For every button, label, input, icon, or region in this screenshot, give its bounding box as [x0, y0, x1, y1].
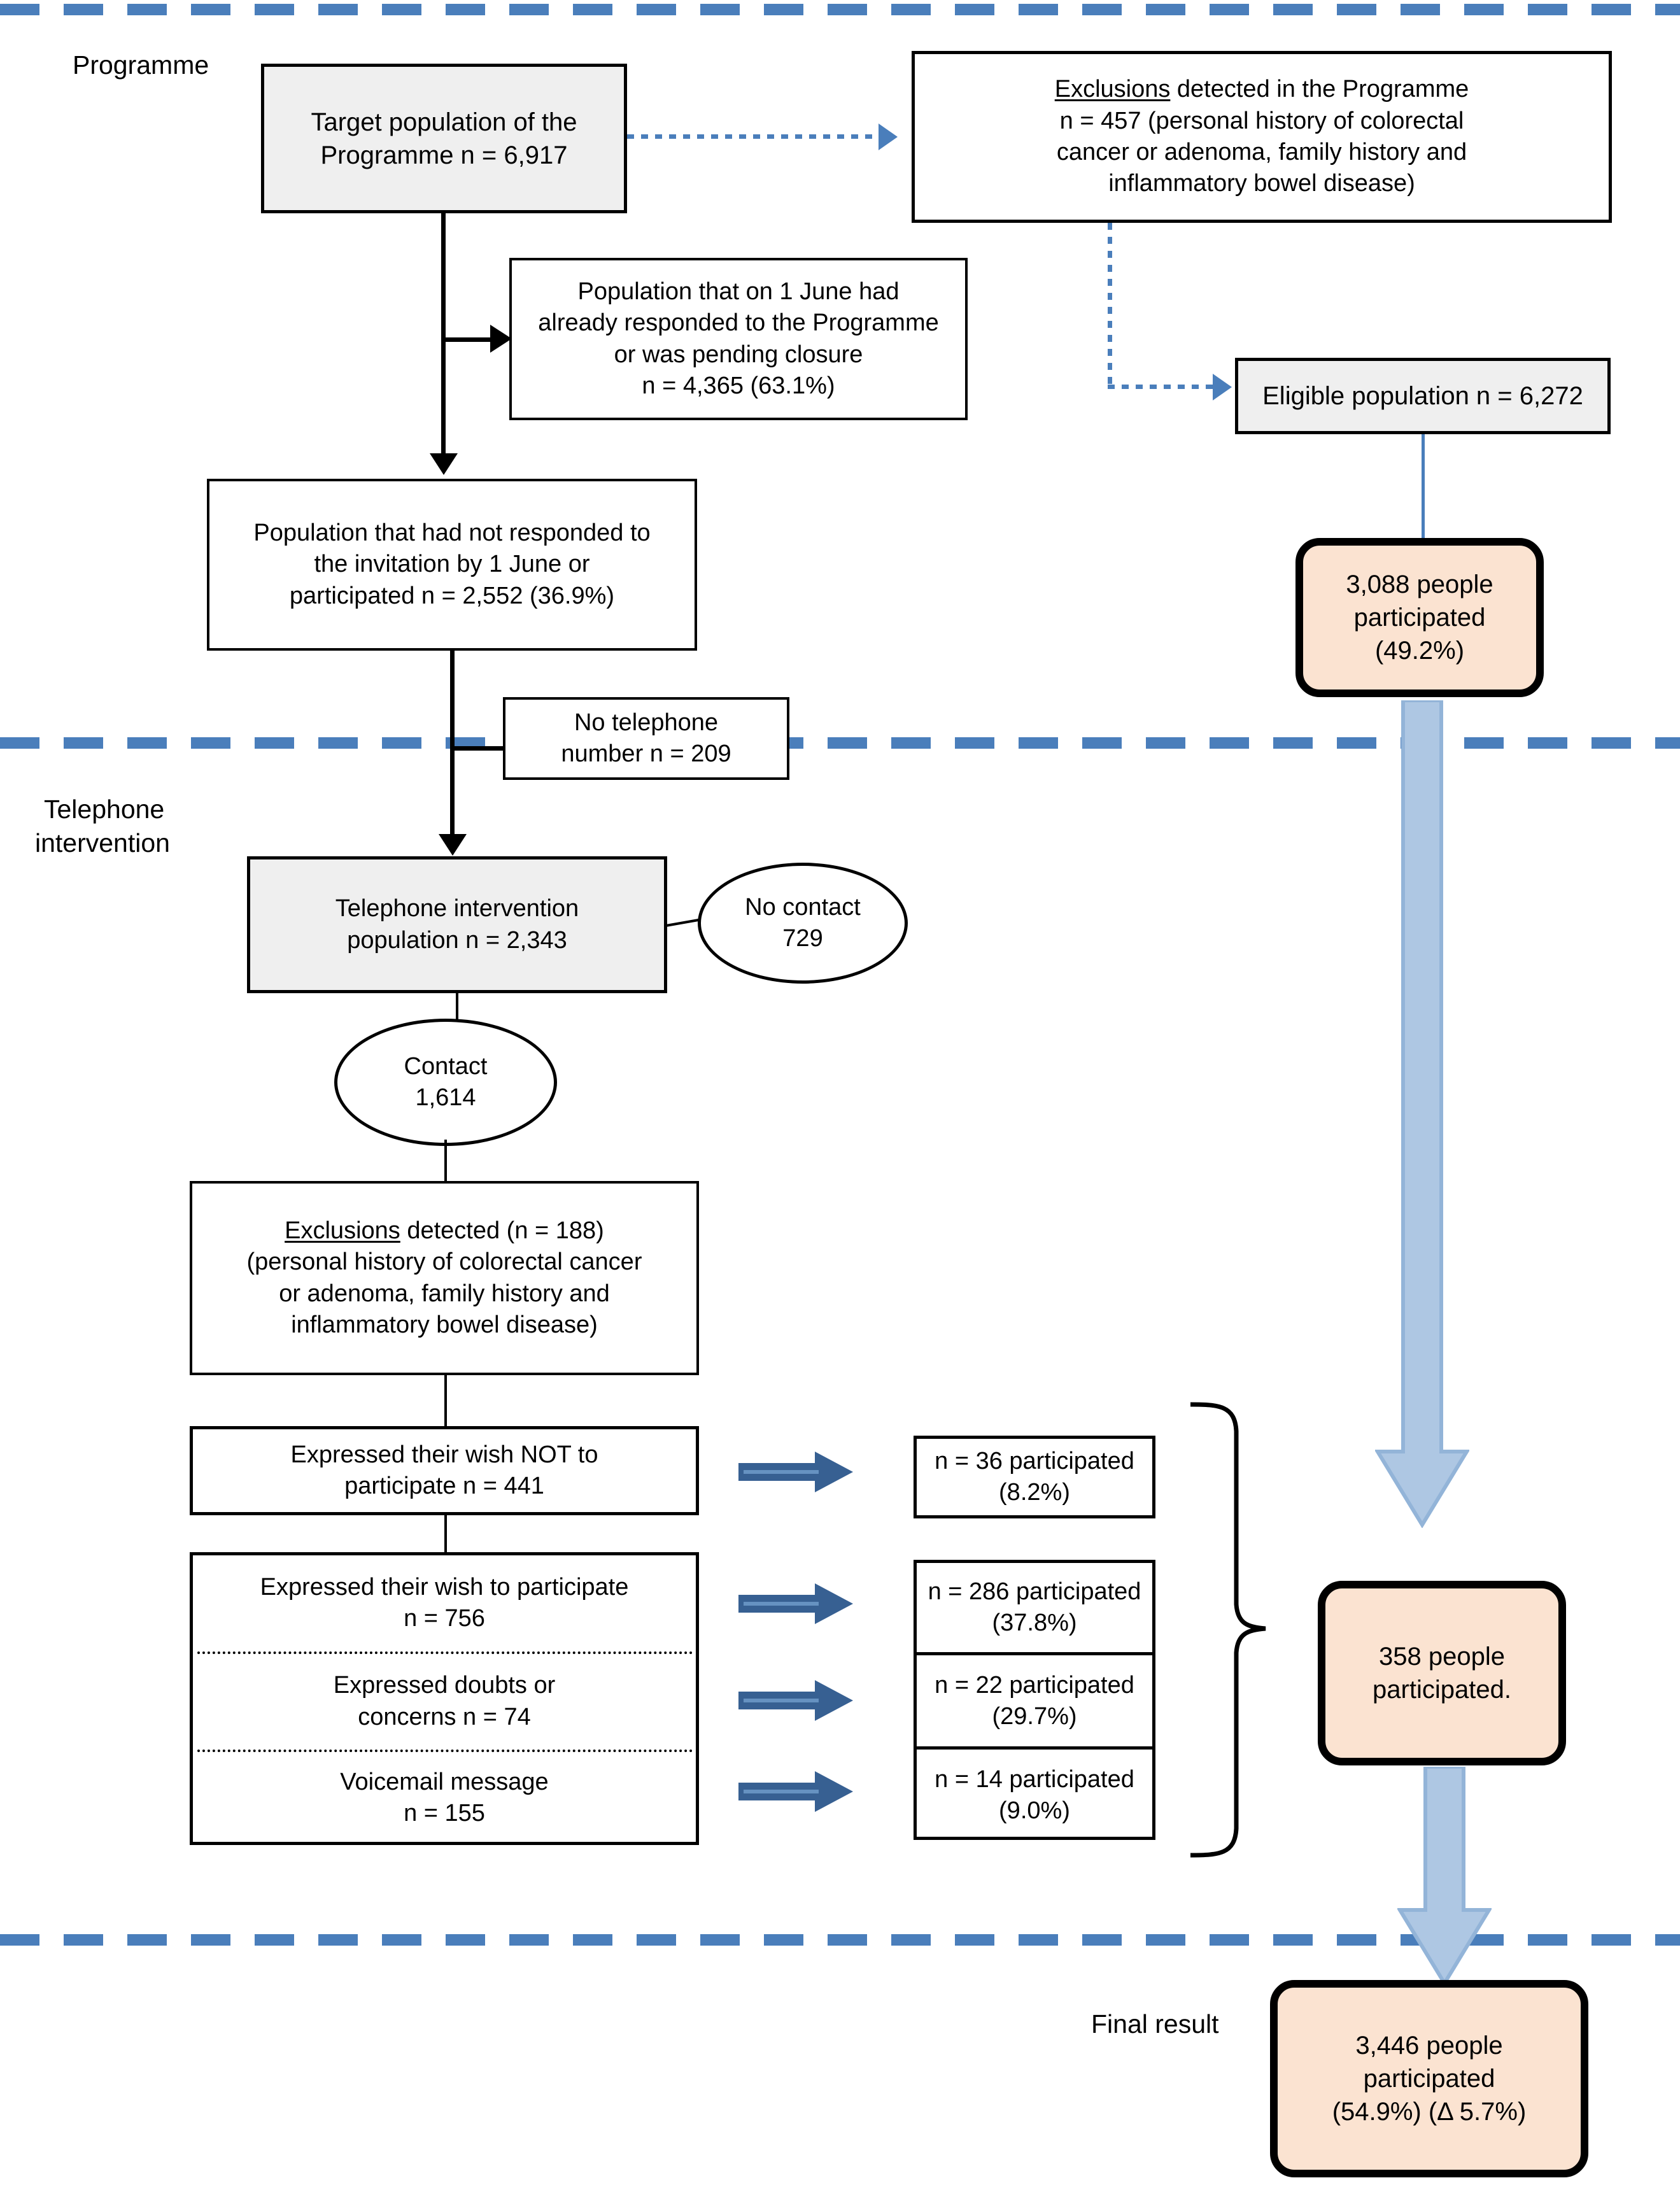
exclusions-detected-keyword: Exclusions — [285, 1217, 400, 1244]
connector-exclusions-to-eligible-arrowhead — [1213, 374, 1232, 400]
connector-exclusions-to-eligible-horizontal — [1108, 385, 1216, 389]
connector-already-responded-arrowhead — [490, 325, 512, 353]
section-separator-final — [0, 1934, 1680, 1946]
node-already-responded[interactable]: Population that on 1 June had already re… — [509, 258, 968, 420]
connector-target-to-exclusions — [627, 134, 879, 139]
node-participated-telephone[interactable]: 358 people participated. — [1318, 1581, 1566, 1765]
node-telephone-population[interactable]: Telephone intervention population n = 2,… — [247, 856, 667, 993]
node-not-responded[interactable]: Population that had not responded to the… — [207, 479, 697, 651]
big-arrow-programme-to-telephone — [1375, 700, 1469, 1528]
connector-exclusions-to-wish-not — [444, 1375, 447, 1427]
connector-wish-not-to-wish-yes — [444, 1515, 447, 1553]
connector-no-telephone-branch — [450, 746, 504, 751]
node-wish-participate[interactable]: Expressed their wish to participate n = … — [260, 1573, 629, 1632]
section-label-programme: Programme — [73, 50, 209, 80]
node-responses-group — [190, 1552, 699, 1845]
connector-target-to-already-responded — [441, 337, 498, 342]
node-contact[interactable]: Contact 1,614 — [334, 1019, 557, 1146]
divider-doubts-voicemail — [197, 1750, 693, 1752]
section-separator-telephone — [0, 737, 1680, 749]
connector-exclusions-to-eligible-vertical — [1108, 223, 1112, 388]
node-wish-not-participate[interactable]: Expressed their wish NOT to participate … — [190, 1426, 699, 1515]
node-no-contact[interactable]: No contact 729 — [698, 863, 908, 984]
node-eligible-population[interactable]: Eligible population n = 6,272 — [1235, 358, 1611, 434]
node-participated-programme[interactable]: 3,088 people participated (49.2%) — [1295, 538, 1544, 697]
node-exclusions-detected[interactable]: Exclusions detected (n = 188) (personal … — [190, 1181, 699, 1375]
node-no-telephone-number[interactable]: No telephone number n = 209 — [503, 697, 789, 780]
node-outcome-group — [914, 1560, 1155, 1840]
connector-contact-to-exclusions-detected — [444, 1140, 447, 1184]
section-label-final-result: Final result — [1091, 2009, 1219, 2039]
node-outcome-22[interactable]: n = 22 participated (29.7%) — [935, 1671, 1134, 1730]
node-outcome-286[interactable]: n = 286 participated (37.8%) — [928, 1578, 1141, 1636]
exclusions-keyword: Exclusions — [1054, 76, 1171, 103]
big-arrow-telephone-to-final — [1397, 1767, 1492, 1986]
connector-eligible-to-participated — [1422, 434, 1425, 542]
node-target-population[interactable]: Target population of the Programme n = 6… — [261, 64, 627, 213]
node-voicemail[interactable]: Voicemail message n = 155 — [340, 1768, 549, 1827]
node-outcome-14[interactable]: n = 14 participated (9.0%) — [935, 1765, 1134, 1824]
divider-outcome-22-14 — [914, 1746, 1155, 1750]
section-separator-top — [0, 4, 1680, 15]
node-exclusions-programme[interactable]: Exclusions detected in the Programme n =… — [912, 51, 1612, 223]
curly-brace-outcomes — [1190, 1402, 1266, 1858]
divider-outcome-286-22 — [914, 1652, 1155, 1655]
block-arrow-to-22 — [738, 1680, 853, 1721]
node-doubts-concerns[interactable]: Expressed doubts or concerns n = 74 — [333, 1672, 556, 1730]
block-arrow-to-36 — [738, 1452, 853, 1492]
connector-telephone-population-arrowhead — [439, 834, 467, 856]
connector-telephone-to-contact — [456, 993, 458, 1025]
section-label-telephone-intervention: Telephone intervention — [35, 795, 170, 858]
node-outcome-36[interactable]: n = 36 participated (8.2%) — [914, 1436, 1155, 1518]
divider-wish-doubts — [197, 1651, 693, 1654]
node-final-result[interactable]: 3,446 people participated (54.9%) (Δ 5.7… — [1270, 1980, 1588, 2177]
block-arrow-to-14 — [738, 1771, 853, 1812]
block-arrow-to-286 — [738, 1583, 853, 1624]
connector-target-to-exclusions-arrowhead — [879, 124, 898, 150]
connector-not-responded-arrowhead — [430, 453, 458, 475]
